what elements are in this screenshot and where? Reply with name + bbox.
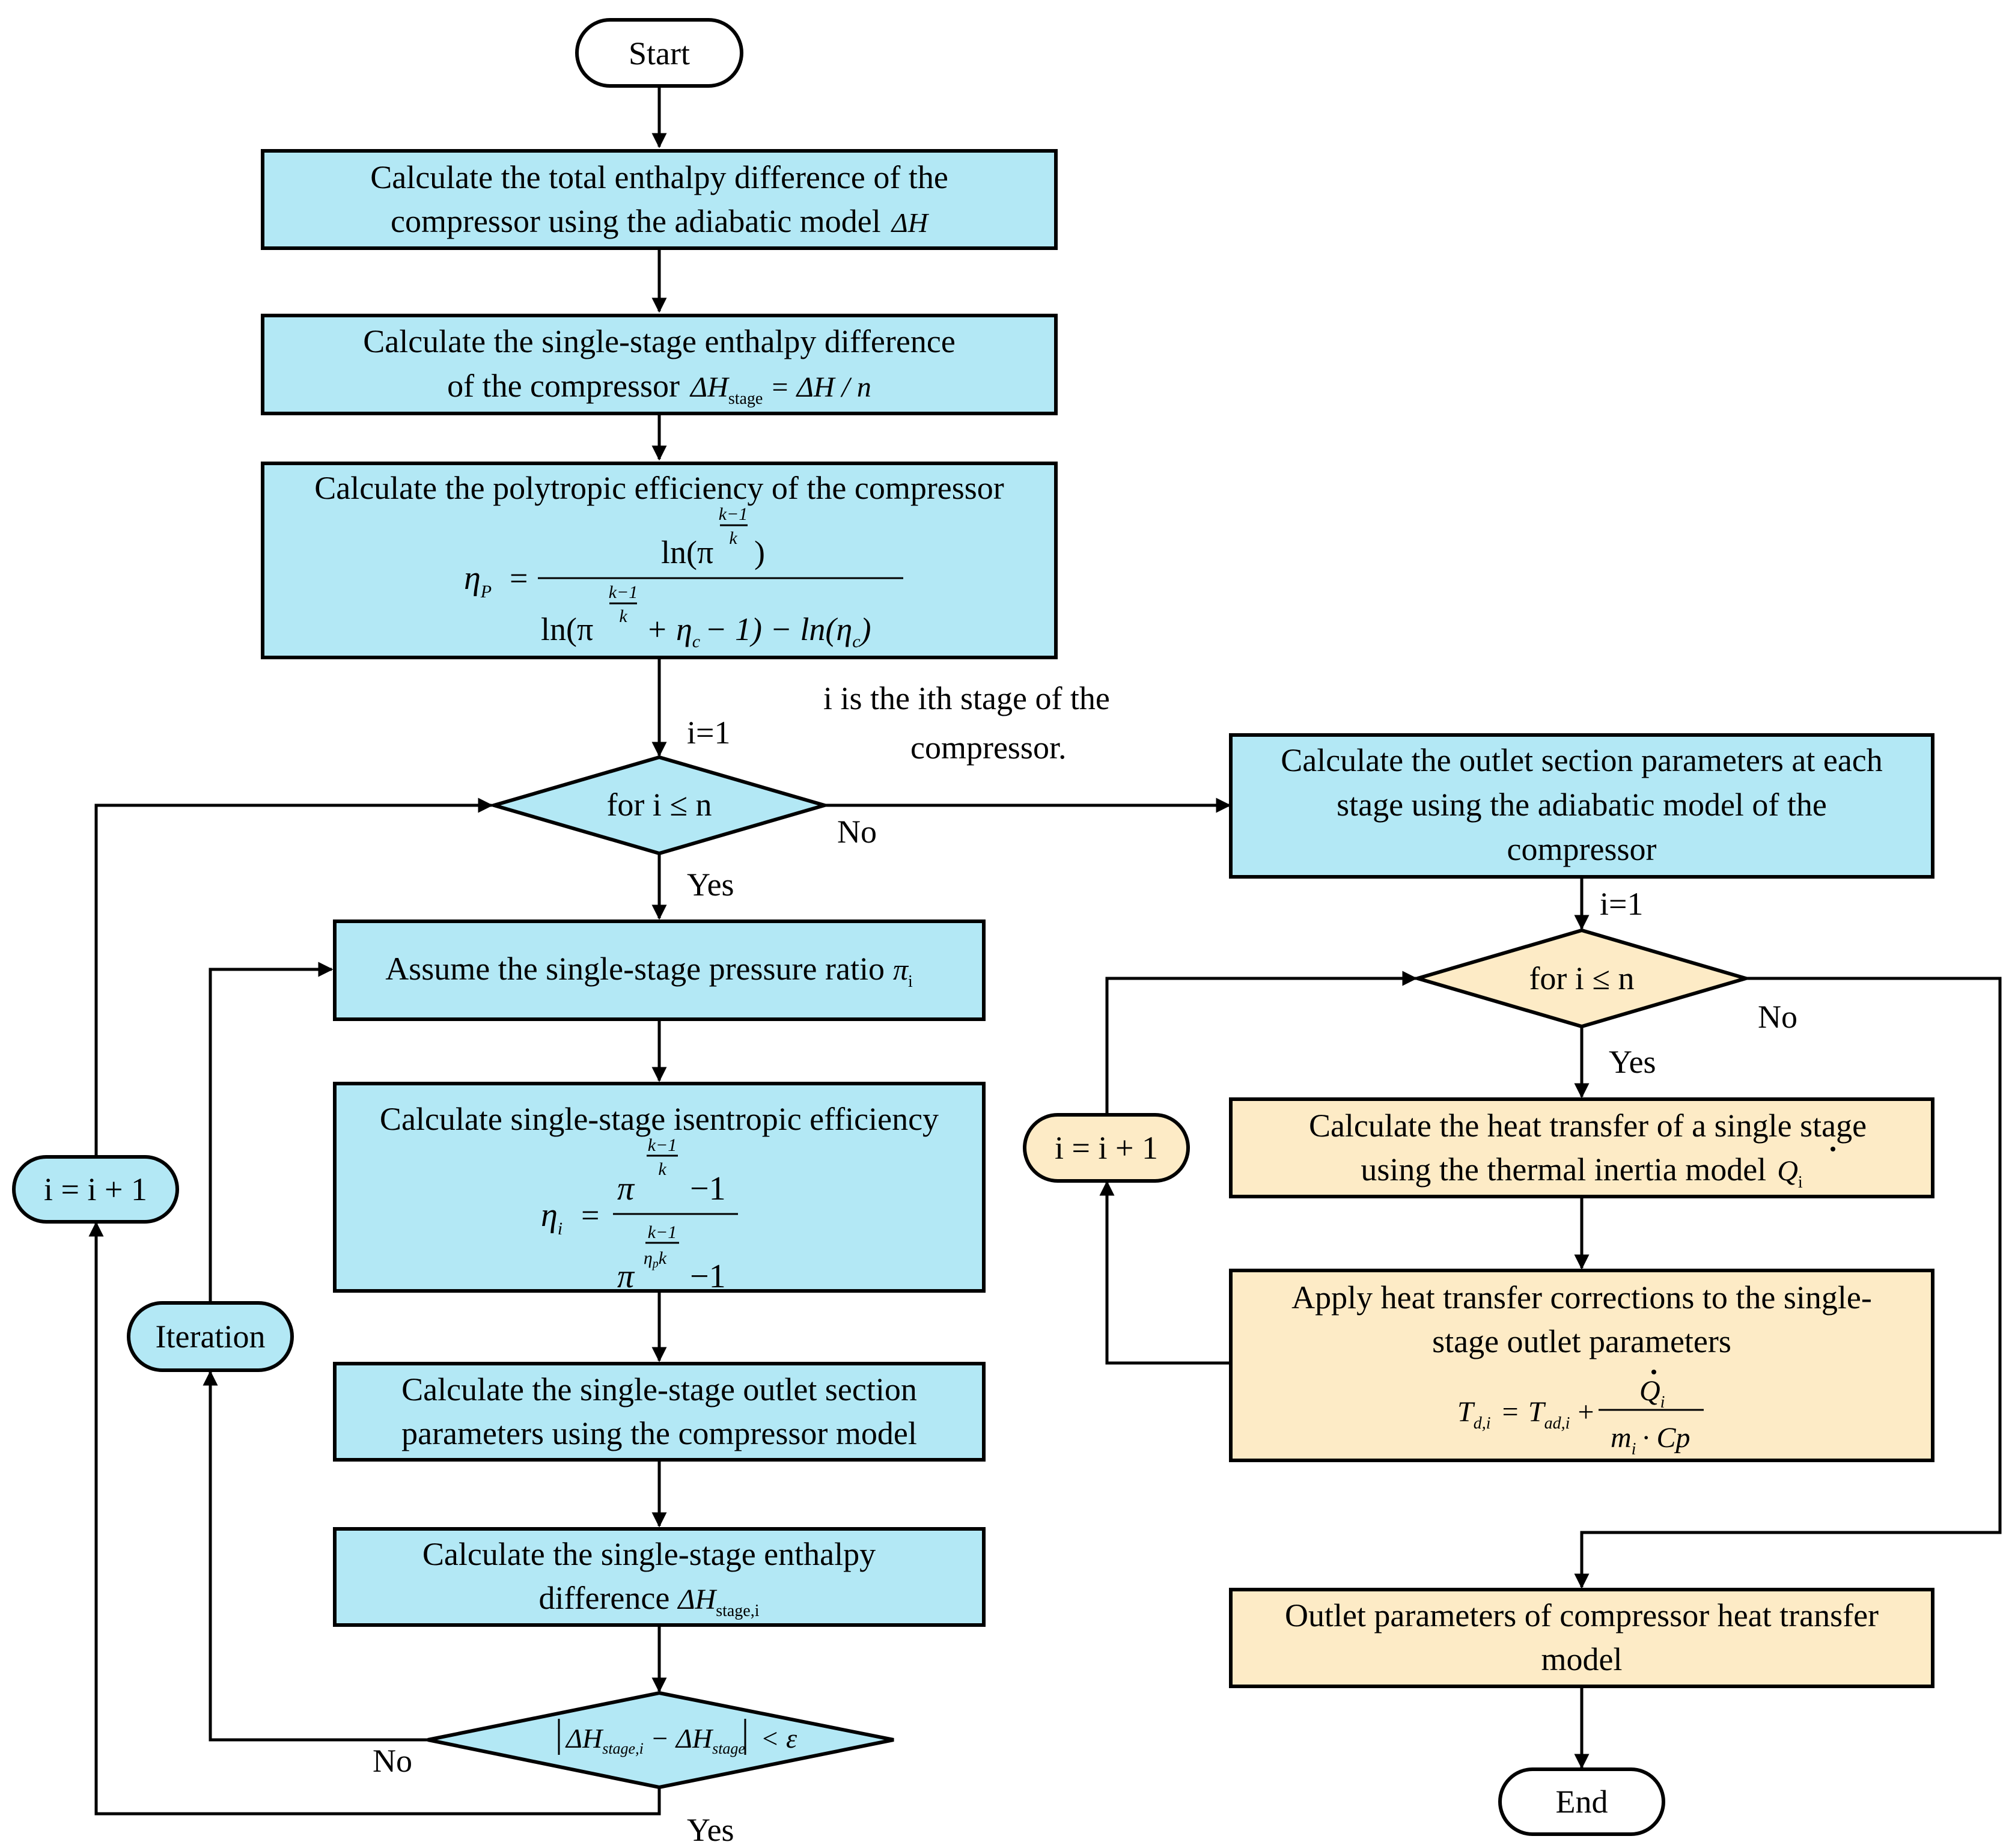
isentropic-lhs: ηi (541, 1197, 562, 1239)
arrow-convergence-yes-to-increment (88, 1221, 661, 1816)
convergence-decision: ΔHstage,i − ΔHstage < ε (427, 1691, 894, 1790)
svg-text:Td,i=Tad,i+: Td,i=Tad,i+ (1457, 1396, 1596, 1433)
right-loop-condition: for i ≤ n (1529, 960, 1634, 996)
svg-text:mi· Cp: mi· Cp (1611, 1422, 1690, 1459)
right-increment-terminal: i = i + 1 (1023, 1113, 1190, 1183)
total-enthalpy-line-1: Calculate the total enthalpy difference … (370, 159, 948, 195)
left-increment-terminal: i = i + 1 (12, 1155, 179, 1224)
polytropic-formula: ηP = ln(π k−1 k ) ln(π k−1 k + ηc− 1) − … (464, 504, 903, 651)
polytropic-title: Calculate the polytropic efficiency of t… (314, 470, 1004, 506)
arrow-convergence-no-to-iteration (203, 1370, 428, 1742)
heat-transfer-line-1: Calculate the heat transfer of a single … (1309, 1108, 1867, 1144)
right-loop-init-label: i=1 (1600, 886, 1643, 922)
svg-text:k: k (729, 528, 737, 548)
note-line-2: compressor. (910, 730, 1066, 766)
right-loop-yes-label: Yes (1609, 1044, 1656, 1080)
polytropic-denominator: ln(π (541, 611, 593, 647)
heat-corrections-step: Apply heat transfer corrections to the s… (1229, 1269, 1934, 1462)
right-increment-label: i = i + 1 (1055, 1130, 1158, 1166)
stage-index-note: i is the ith stage of the compressor. (823, 680, 1110, 766)
right-loop-decision: for i ≤ n (1411, 928, 1752, 1029)
left-loop-init-label: i=1 (687, 715, 730, 751)
outlet-parameters-line-1: Outlet parameters of compressor heat tra… (1285, 1597, 1879, 1633)
svg-text:Qi: Qi (1639, 1375, 1665, 1412)
adiabatic-outlet-step: Calculate the outlet section parameters … (1229, 733, 1934, 879)
arrow-right-loop-no-to-output (1574, 977, 2002, 1589)
start-terminal: Start (575, 18, 743, 88)
left-loop-condition: for i ≤ n (606, 787, 712, 823)
heat-transfer-step: Calculate the heat transfer of a single … (1229, 1097, 1934, 1198)
svg-text:−1: −1 (690, 1258, 726, 1295)
isentropic-title: Calculate single-stage isentropic effici… (380, 1101, 939, 1137)
total-enthalpy-step: Calculate the total enthalpy difference … (261, 149, 1058, 250)
svg-text:+ ηc− 1) − ln(ηc): + ηc− 1) − ln(ηc) (646, 611, 871, 651)
single-stage-outlet-step: Calculate the single-stage outlet sectio… (333, 1362, 986, 1462)
correction-dot-icon (1651, 1370, 1656, 1374)
convergence-no-label: No (373, 1743, 412, 1779)
note-line-1: i is the ith stage of the (823, 680, 1110, 716)
svg-text:): ) (754, 534, 765, 570)
end-label: End (1556, 1784, 1608, 1820)
svg-text:k−1: k−1 (609, 582, 638, 602)
polytropic-lhs: ηP (464, 560, 492, 602)
corrections-line-1: Apply heat transfer corrections to the s… (1291, 1279, 1872, 1316)
adiabatic-outlet-line-1: Calculate the outlet section parameters … (1281, 742, 1883, 778)
arrow-right-increment-to-right-loop (1105, 971, 1418, 1114)
iteration-label: Iteration (156, 1319, 266, 1355)
polytropic-step: Calculate the polytropic efficiency of t… (261, 462, 1058, 659)
svg-text:=: = (510, 560, 528, 596)
left-loop-no-label: No (837, 814, 877, 850)
iteration-terminal: Iteration (127, 1301, 294, 1372)
arrow-corrections-to-right-increment (1099, 1180, 1230, 1365)
left-loop-yes-label: Yes (687, 867, 734, 903)
single-stage-outlet-line-1: Calculate the single-stage outlet sectio… (401, 1371, 917, 1407)
svg-text:π: π (617, 1258, 635, 1295)
outlet-parameters-step: Outlet parameters of compressor heat tra… (1229, 1588, 1934, 1688)
start-label: Start (629, 35, 690, 72)
svg-text:π: π (617, 1170, 635, 1207)
isentropic-formula: ηi = π k−1 k −1 π k−1 ηpk −1 (541, 1135, 738, 1295)
left-loop-decision: for i ≤ n (487, 755, 831, 856)
left-increment-label: i = i + 1 (44, 1171, 147, 1207)
single-stage-outlet-line-2: parameters using the compressor model (401, 1415, 917, 1451)
stage-enthalpy-line-1: Calculate the single-stage enthalpy (422, 1536, 876, 1572)
right-loop-no-label: No (1758, 999, 1797, 1035)
svg-text:k−1: k−1 (648, 1135, 677, 1155)
outlet-parameters-line-2: model (1541, 1641, 1623, 1677)
svg-text:−1: −1 (690, 1170, 726, 1207)
stage-enthalpy-step: Calculate the single-stage enthalpy diff… (333, 1527, 986, 1627)
polytropic-numerator: ln(π (661, 534, 713, 570)
svg-text:k−1: k−1 (648, 1222, 677, 1242)
svg-text:=: = (581, 1197, 599, 1233)
heat-dot-icon (1831, 1147, 1835, 1151)
convergence-condition: ΔHstage,i − ΔHstage < ε (565, 1723, 797, 1757)
arrow-iteration-to-assume (209, 962, 334, 1301)
adiabatic-outlet-line-3: compressor (1507, 831, 1657, 867)
adiabatic-outlet-line-2: stage using the adiabatic model of the (1337, 787, 1827, 823)
isentropic-step: Calculate single-stage isentropic effici… (333, 1082, 986, 1295)
end-terminal: End (1498, 1767, 1665, 1836)
svg-text:k−1: k−1 (719, 504, 748, 524)
svg-text:k: k (619, 606, 627, 626)
arrow-increment-to-loop (94, 797, 493, 1157)
corrections-formula: Td,i=Tad,i+ Qi mi· Cp (1457, 1370, 1704, 1459)
single-stage-enthalpy-step: Calculate the single-stage enthalpy diff… (261, 314, 1058, 415)
svg-text:k: k (658, 1159, 666, 1179)
convergence-yes-label: Yes (687, 1812, 734, 1848)
corrections-line-2: stage outlet parameters (1432, 1323, 1731, 1359)
single-stage-enthalpy-line-1: Calculate the single-stage enthalpy diff… (363, 323, 956, 359)
svg-text:ηpk: ηpk (644, 1248, 667, 1270)
connectors (88, 88, 2002, 1816)
